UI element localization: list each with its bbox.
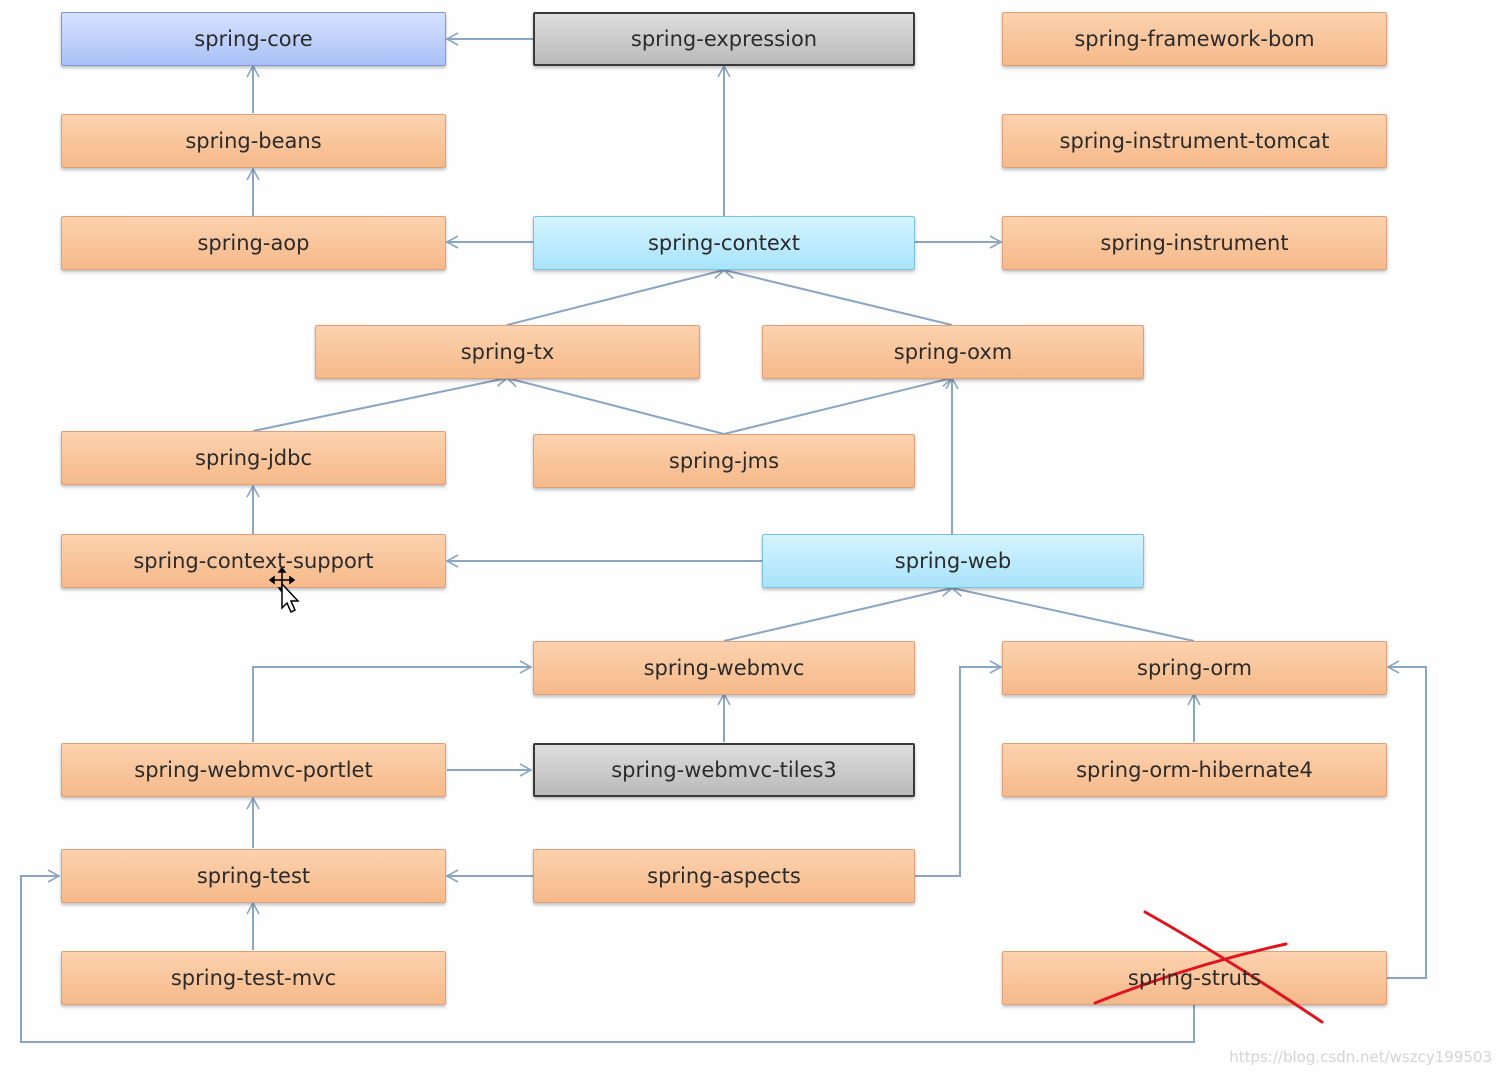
node-spring-instrument: spring-instrument (1002, 216, 1387, 270)
node-spring-context-support: spring-context-support (61, 534, 446, 588)
node-spring-tx: spring-tx (315, 325, 700, 379)
node-spring-webmvc-portlet: spring-webmvc-portlet (61, 743, 446, 797)
node-label: spring-webmvc-portlet (134, 758, 373, 782)
node-spring-core: spring-core (61, 12, 446, 66)
watermark: https://blog.csdn.net/wszcy199503 (1229, 1048, 1492, 1066)
node-label: spring-tx (460, 340, 555, 364)
node-label: spring-core (194, 27, 313, 51)
edge-oxm-context (722, 265, 953, 326)
edge-portlet-webmvc (252, 660, 533, 742)
node-label: spring-test (196, 864, 311, 888)
node-label: spring-jdbc (195, 446, 312, 470)
node-spring-struts: spring-struts (1002, 951, 1387, 1005)
node-spring-beans: spring-beans (61, 114, 446, 168)
node-label: spring-test-mvc (170, 966, 337, 990)
edge-jms-oxm (723, 374, 954, 435)
edge-struts-orm (1386, 660, 1427, 979)
node-label: spring-context (647, 231, 801, 255)
node-label: spring-oxm (893, 340, 1013, 364)
edge-aspects-orm (915, 660, 1003, 877)
node-label: spring-orm-hibernate4 (1076, 758, 1313, 782)
node-spring-instrument-tomcat: spring-instrument-tomcat (1002, 114, 1387, 168)
edge-webmvc-web (723, 583, 954, 642)
node-label: spring-web (894, 549, 1012, 573)
node-label: spring-aop (197, 231, 310, 255)
node-label: spring-instrument (1100, 231, 1289, 255)
move-cursor-icon (268, 566, 300, 614)
node-label: spring-webmvc-tiles3 (611, 758, 837, 782)
edge-tx-context (506, 266, 726, 326)
edge-orm-web (950, 583, 1195, 642)
node-spring-jdbc: spring-jdbc (61, 431, 446, 485)
node-spring-aop: spring-aop (61, 216, 446, 270)
node-label: spring-framework-bom (1074, 27, 1315, 51)
node-spring-orm: spring-orm (1002, 641, 1387, 695)
node-spring-aspects: spring-aspects (533, 849, 915, 903)
node-label: spring-webmvc (643, 656, 805, 680)
node-label: spring-struts (1127, 966, 1262, 990)
node-label: spring-jms (668, 449, 780, 473)
node-spring-jms: spring-jms (533, 434, 915, 488)
node-spring-test: spring-test (61, 849, 446, 903)
node-spring-web: spring-web (762, 534, 1144, 588)
node-spring-webmvc-tiles3: spring-webmvc-tiles3 (533, 743, 915, 797)
node-label: spring-expression (630, 27, 818, 51)
node-spring-context: spring-context (533, 216, 915, 270)
node-label: spring-aspects (647, 864, 801, 888)
node-spring-orm-hibernate4: spring-orm-hibernate4 (1002, 743, 1387, 797)
node-label: spring-orm (1137, 656, 1252, 680)
node-label: spring-beans (185, 129, 322, 153)
node-label: spring-context-support (133, 549, 374, 573)
node-spring-webmvc: spring-webmvc (533, 641, 915, 695)
edge-jms-tx (505, 374, 725, 435)
edge-jdbc-tx (252, 373, 509, 432)
node-spring-test-mvc: spring-test-mvc (61, 951, 446, 1005)
node-spring-oxm: spring-oxm (762, 325, 1144, 379)
node-spring-framework-bom: spring-framework-bom (1002, 12, 1387, 66)
node-label: spring-instrument-tomcat (1059, 129, 1330, 153)
node-spring-expression: spring-expression (533, 12, 915, 66)
